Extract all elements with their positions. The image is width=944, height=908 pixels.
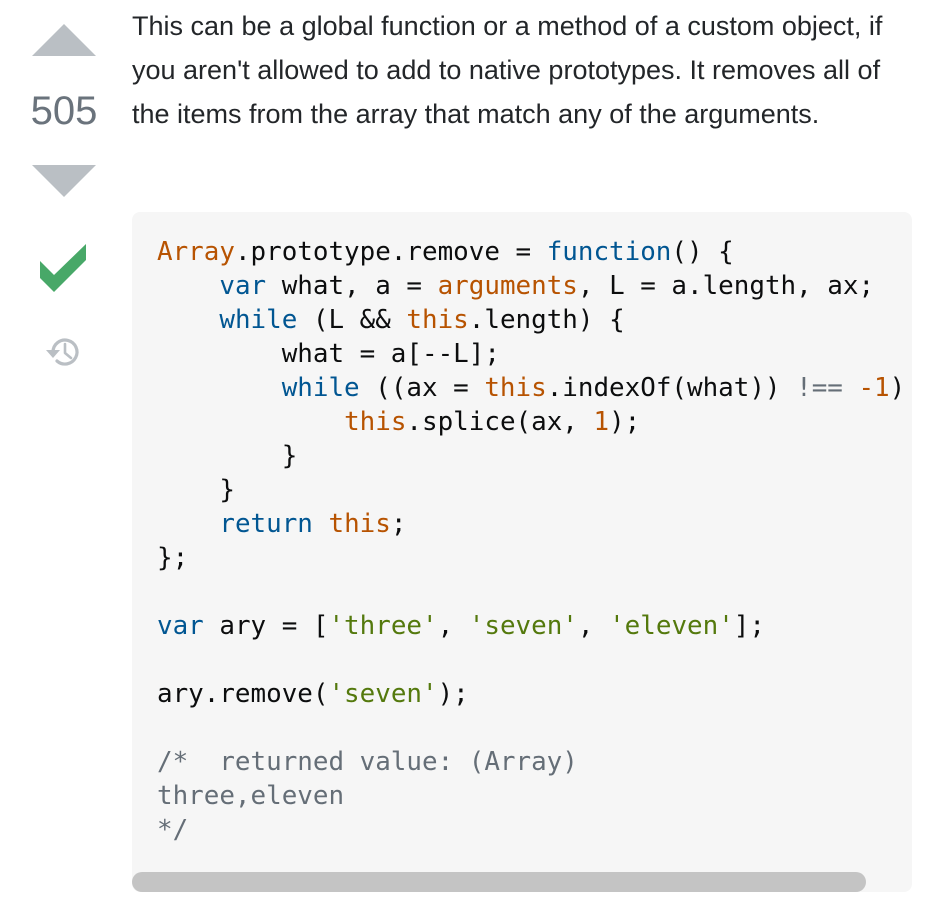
scrollbar-thumb[interactable]	[132, 872, 866, 892]
code-token-com: three,eleven	[157, 781, 345, 811]
code-line: Array.prototype.remove = function() {	[157, 235, 905, 269]
code-line: var what, a = arguments, L = a.length, a…	[157, 269, 905, 303]
code-token-plain: ((ax =	[359, 373, 485, 403]
code-token-str: 'seven'	[328, 679, 438, 709]
code-token-plain	[157, 407, 344, 437]
code-token-plain	[843, 373, 859, 403]
code-token-plain: , L = a.length, ax;	[577, 271, 875, 301]
code-token-plain: }	[157, 475, 235, 505]
code-line: var ary = ['three', 'seven', 'eleven'];	[157, 609, 905, 643]
code-token-plain: }	[157, 441, 298, 471]
code-line: ary.remove('seven');	[157, 677, 905, 711]
code-token-plain: .indexOf(what))	[546, 373, 797, 403]
code-line	[157, 575, 905, 609]
code-token-lit: this	[406, 305, 469, 335]
code-token-plain: ];	[733, 611, 765, 641]
code-token-plain: .prototype.remove =	[234, 237, 547, 267]
code-token-plain: )	[889, 373, 906, 403]
code-token-kw: return	[219, 509, 313, 539]
code-token-kw: var	[219, 271, 267, 301]
code-token-plain	[157, 271, 219, 301]
answer-paragraph: This can be a global function or a metho…	[132, 11, 883, 129]
code-token-lit: arguments	[437, 271, 578, 301]
code-token-com: */	[157, 815, 189, 845]
accepted-checkmark-icon	[40, 244, 86, 292]
code-line: /* returned value: (Array)	[157, 745, 905, 779]
upvote-arrow-icon[interactable]	[32, 24, 96, 56]
horizontal-scrollbar[interactable]	[132, 872, 912, 892]
code-token-plain: what = a[--L];	[157, 339, 500, 369]
code-token-kw: while	[219, 305, 298, 335]
code-token-plain: ary.remove(	[157, 679, 329, 709]
code-token-plain: );	[437, 679, 469, 709]
code-token-lit: this	[344, 407, 407, 437]
code-token-kw: var	[157, 611, 204, 641]
code-line: }	[157, 473, 905, 507]
code-token-com: /* returned value: (Array)	[157, 747, 578, 777]
vote-cell: 505	[0, 0, 128, 400]
code-line: */	[157, 813, 905, 847]
code-token-plain: () {	[671, 237, 734, 267]
code-token-str: 'eleven'	[609, 611, 734, 641]
code-token-plain	[157, 305, 219, 335]
code-token-plain: ;	[390, 509, 407, 539]
code-token-plain: };	[157, 543, 189, 573]
code-line: three,eleven	[157, 779, 905, 813]
code-token-lit: -1	[858, 373, 890, 403]
code-line: what = a[--L];	[157, 337, 905, 371]
code-token-lit: 1	[593, 407, 610, 437]
code-line: return this;	[157, 507, 905, 541]
code-line	[157, 643, 905, 677]
code-line: while ((ax = this.indexOf(what)) !== -1)	[157, 371, 906, 405]
code-token-plain	[157, 373, 282, 403]
vote-count: 505	[30, 89, 98, 133]
code-token-lit: Array	[157, 237, 235, 267]
code-token-str: 'three'	[328, 611, 438, 641]
code-token-plain: (L &&	[297, 305, 407, 335]
code-token-plain: ,	[577, 611, 610, 641]
code-line: };	[157, 541, 905, 575]
code-token-kw: function	[546, 237, 672, 267]
code-token-plain: );	[609, 407, 641, 437]
code-token-plain: .splice(ax,	[406, 407, 594, 437]
code-token-lit: this	[484, 373, 547, 403]
code-token-plain	[313, 509, 329, 539]
code-block: Array.prototype.remove = function() { va…	[132, 212, 912, 892]
code-token-op: !==	[796, 373, 843, 403]
code-token-str: 'seven'	[468, 611, 578, 641]
code-token-kw: while	[281, 373, 360, 403]
downvote-arrow-icon[interactable]	[32, 165, 96, 197]
code-token-plain: what, a =	[266, 271, 438, 301]
answer-body: This can be a global function or a metho…	[132, 0, 912, 136]
code-token-plain	[157, 509, 219, 539]
code-token-lit: this	[328, 509, 391, 539]
history-icon[interactable]	[44, 334, 82, 370]
code-line	[157, 711, 905, 745]
code-token-plain: ,	[437, 611, 469, 641]
code-content: Array.prototype.remove = function() { va…	[157, 235, 905, 847]
code-token-plain: .length) {	[468, 305, 625, 335]
code-line: this.splice(ax, 1);	[157, 405, 905, 439]
code-line: }	[157, 439, 905, 473]
code-line: while (L && this.length) {	[157, 303, 905, 337]
code-token-plain: ary = [	[203, 611, 329, 641]
